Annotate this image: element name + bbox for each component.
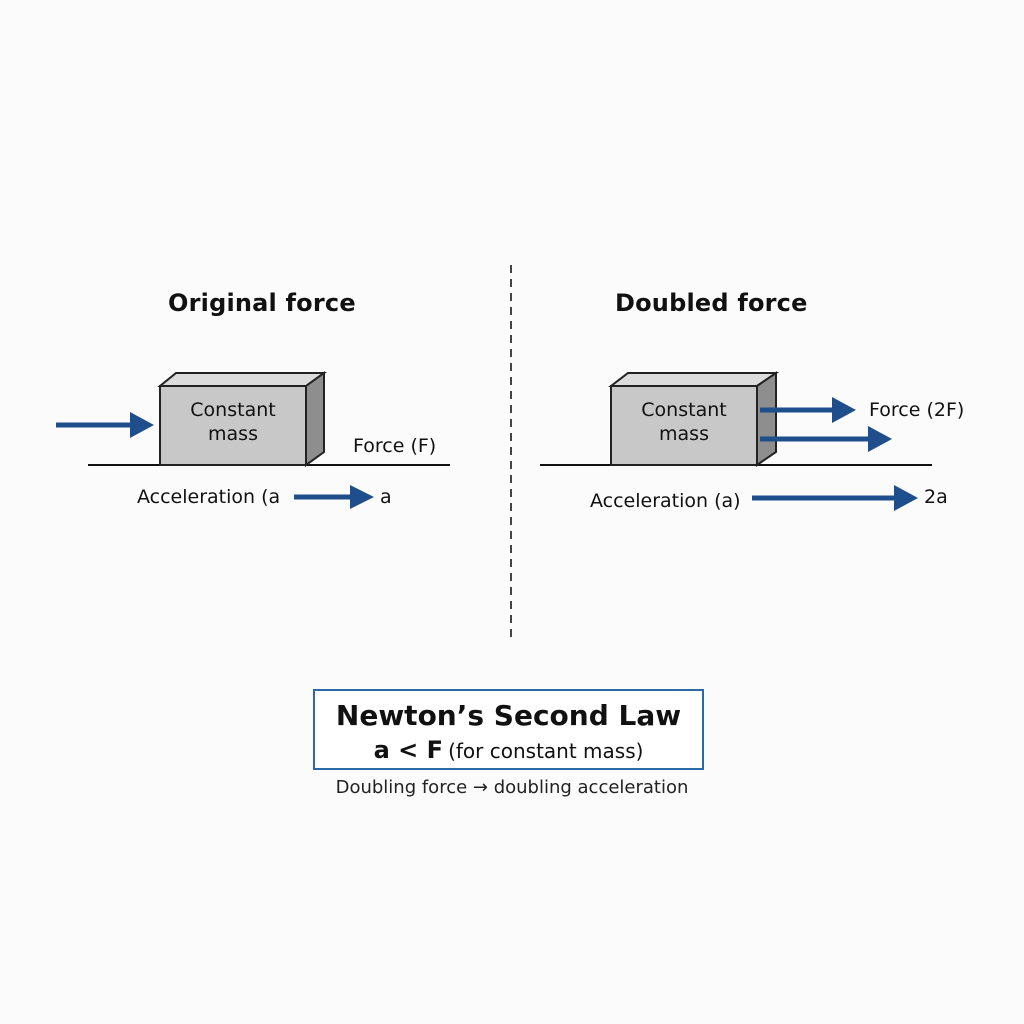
- right-block-top: [608, 372, 780, 387]
- left-block-label-line1: Constant: [190, 399, 276, 421]
- right-block-front: [610, 385, 758, 466]
- right-acceleration-value: 2a: [924, 486, 948, 508]
- left-mass-block: [157, 371, 328, 467]
- left-block-label: Constant mass: [163, 398, 303, 446]
- law-formula: a < F: [373, 736, 443, 764]
- right-acceleration-arrow: [752, 485, 918, 511]
- left-acceleration-value: a: [380, 486, 392, 508]
- right-force-label: Force (2F): [869, 399, 965, 421]
- right-force-arrow-upper: [760, 397, 856, 423]
- left-acceleration-arrow: [294, 485, 374, 509]
- right-block-label-line1: Constant: [641, 399, 727, 421]
- right-force-arrow-lower: [760, 426, 892, 452]
- left-acceleration-label: Acceleration (a: [137, 486, 281, 508]
- law-formula-note: (for constant mass): [448, 739, 644, 763]
- right-block-side: [756, 371, 777, 467]
- right-acceleration-label: Acceleration (a): [590, 490, 741, 512]
- right-mass-block: [608, 371, 780, 467]
- right-block-label: Constant mass: [614, 398, 754, 446]
- left-panel-title: Original force: [168, 289, 356, 317]
- left-block-label-line2: mass: [208, 423, 258, 445]
- law-title: Newton’s Second Law: [335, 699, 682, 732]
- left-block-side: [305, 371, 325, 467]
- left-force-label: Force (F): [353, 435, 437, 457]
- left-block-front: [159, 385, 307, 466]
- left-force-arrow: [56, 412, 154, 438]
- law-formula-line: a < F (for constant mass): [315, 736, 702, 764]
- law-caption: Doubling force → doubling acceleration: [335, 777, 689, 798]
- left-block-top: [157, 372, 328, 387]
- right-block-label-line2: mass: [659, 423, 709, 445]
- law-summary-box: Newton’s Second Law a < F (for constant …: [313, 689, 704, 770]
- right-panel-title: Doubled force: [615, 289, 808, 317]
